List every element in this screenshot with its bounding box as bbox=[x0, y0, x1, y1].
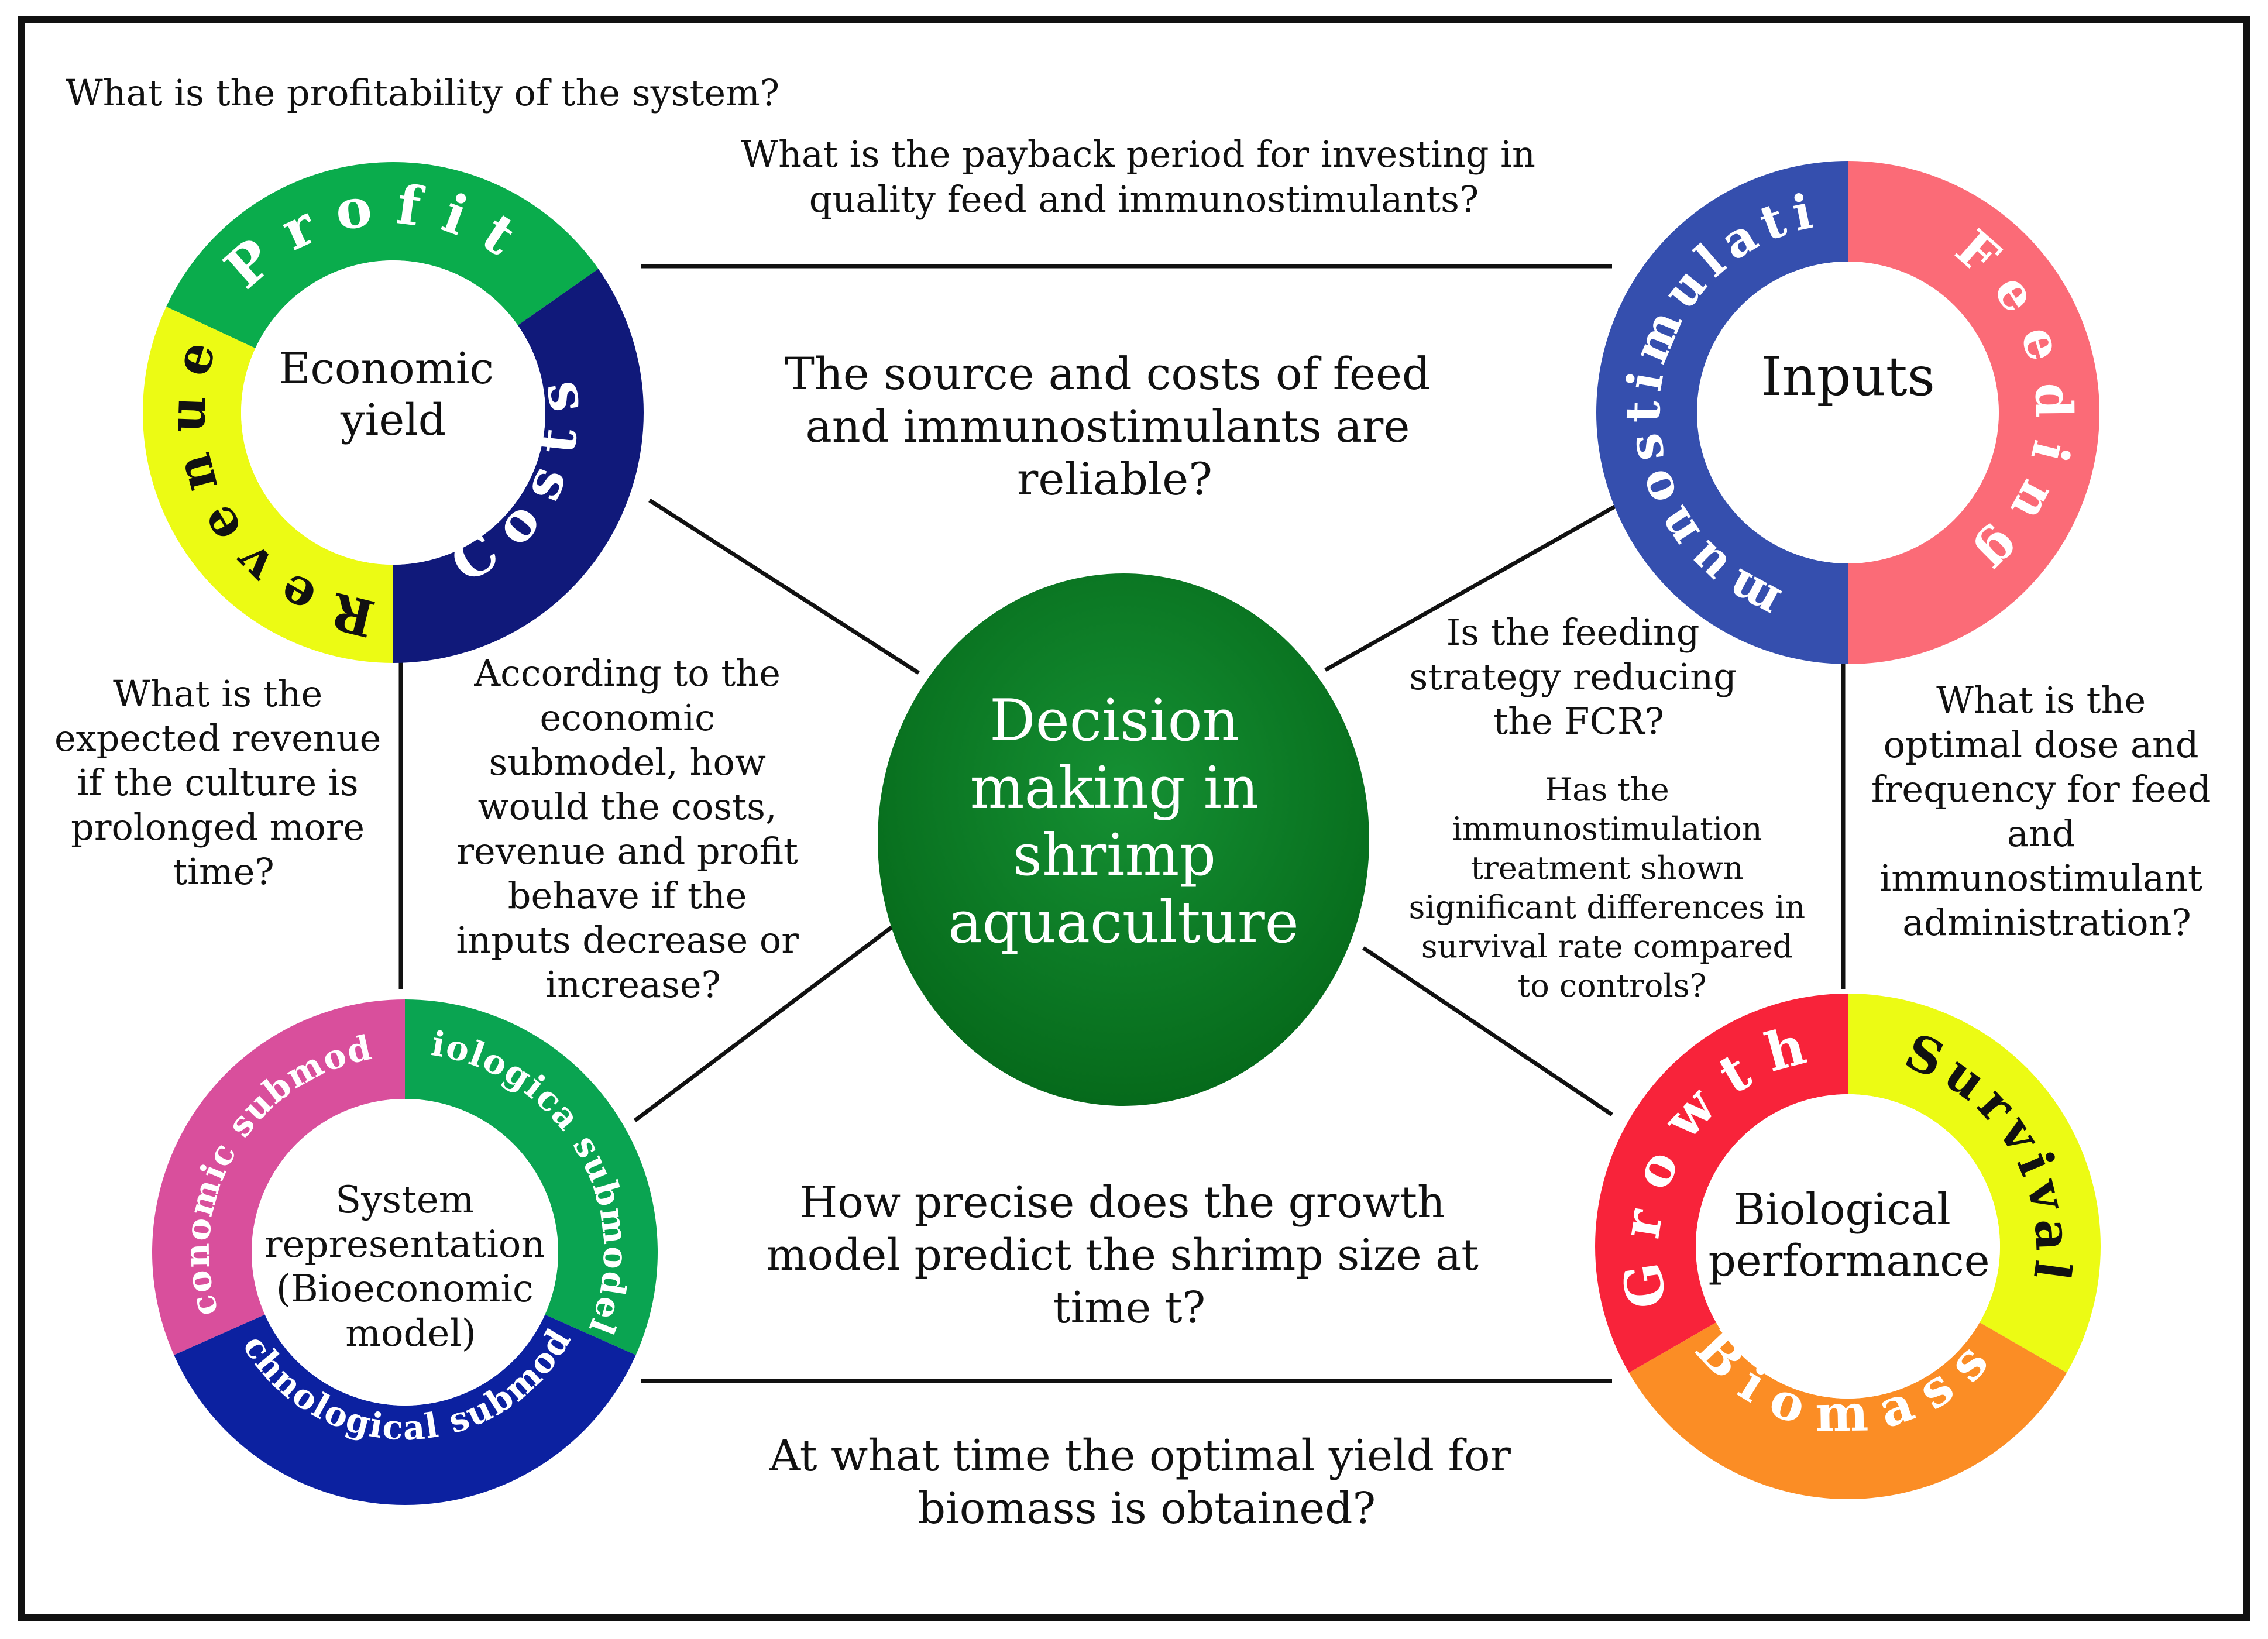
question-expected-revenue: What is the bbox=[113, 672, 322, 715]
ring-inner-disc bbox=[241, 260, 545, 565]
question-source-costs: The source and costs of feed bbox=[785, 348, 1430, 400]
svg-text:The source and costs of feed: The source and costs of feed and immunos… bbox=[785, 348, 1445, 505]
svg-text:What is the optimal dose a: What is the optimal dose and frequency f… bbox=[1871, 679, 2222, 944]
ring-inner-disc bbox=[252, 1099, 558, 1406]
biological-performance-label: performance bbox=[1708, 1236, 1989, 1286]
connector-lines bbox=[398, 264, 1846, 1383]
system-representation-label: (Bioeconomic bbox=[276, 1267, 534, 1311]
question-feeding-fcr: strategy reducing bbox=[1409, 655, 1736, 698]
technological-submodel-segment bbox=[174, 1314, 636, 1505]
svg-text:What is the expected reven: What is the expected revenue if the cult… bbox=[54, 672, 393, 893]
line-biological-center bbox=[1362, 946, 1613, 1116]
question-expected-revenue: expected revenue bbox=[54, 717, 381, 760]
center-label-line: making in bbox=[970, 755, 1259, 822]
svg-text:According to the economic: According to the economic submodel, how … bbox=[456, 652, 810, 1006]
question-payback: quality feed and immunostimulants? bbox=[809, 178, 1479, 221]
svg-text:How precise does the growth: How precise does the growth model predic… bbox=[766, 1177, 1492, 1333]
svg-text:Economic yield: Economic yield bbox=[279, 343, 507, 445]
costs-segment bbox=[393, 269, 644, 663]
question-immuno-survival: to controls? bbox=[1518, 967, 1707, 1004]
svg-text:System representation: System representation (Bioeconomic model… bbox=[264, 1178, 557, 1355]
svg-text:What is the profitability of t: What is the profitability of the system? bbox=[66, 71, 779, 114]
question-economic-submodel: inputs decrease or bbox=[456, 919, 799, 961]
question-growth-model: model predict the shrimp size at bbox=[766, 1230, 1479, 1280]
svg-text:Biological performance: Biological performance bbox=[1708, 1184, 1989, 1286]
question-economic-submodel: According to the bbox=[473, 652, 781, 695]
economic-yield-label: Economic bbox=[279, 343, 494, 394]
ring-inner-disc bbox=[1696, 1094, 2000, 1399]
question-expected-revenue: time? bbox=[173, 850, 274, 893]
system-representation-label: System bbox=[335, 1178, 474, 1222]
question-immuno-survival: immunostimulation bbox=[1452, 810, 1762, 847]
biomass-segment bbox=[1628, 1322, 2067, 1499]
center-label-line: Decision bbox=[989, 688, 1239, 754]
center-label-line: aquaculture bbox=[948, 889, 1298, 956]
question-economic-submodel: submodel, how bbox=[489, 741, 766, 784]
biological-submodel-segment bbox=[405, 999, 658, 1355]
question-immuno-survival: significant differences in bbox=[1409, 889, 1806, 926]
question-optimal-dose: optimal dose and bbox=[1884, 723, 2199, 766]
center-node: Decision making in shrimp aquaculture bbox=[878, 573, 1369, 1106]
feeding-segment bbox=[1848, 161, 2099, 664]
svg-text:Has the immunostimulation: Has the immunostimulation treatment show… bbox=[1409, 771, 1816, 1004]
svg-text:What is the payback period fo: What is the payback period for investing… bbox=[741, 133, 1547, 221]
biological-performance-label: Biological bbox=[1734, 1184, 1951, 1235]
svg-text:Inputs: Inputs bbox=[1761, 345, 1935, 408]
question-expected-revenue: prolonged more bbox=[71, 806, 365, 848]
question-economic-submodel: increase? bbox=[545, 963, 721, 1006]
svg-text:At what time the optimal yield: At what time the optimal yield for bioma… bbox=[769, 1431, 1525, 1534]
question-economic-submodel: would the costs, bbox=[478, 785, 777, 828]
ring-inner-disc bbox=[1697, 262, 1999, 563]
center-label-line: shrimp bbox=[1013, 822, 1216, 889]
economic-submodel-segment bbox=[152, 999, 405, 1355]
question-feeding-fcr: the FCR? bbox=[1493, 700, 1664, 743]
question-payback: What is the payback period for investing… bbox=[741, 133, 1535, 176]
economic-yield-label: yield bbox=[340, 395, 446, 445]
question-expected-revenue: if the culture is bbox=[77, 761, 359, 804]
question-optimal-yield: At what time the optimal yield for bbox=[769, 1431, 1511, 1481]
question-optimal-dose: What is the bbox=[1936, 679, 2146, 721]
question-immuno-survival: Has the bbox=[1545, 771, 1669, 808]
question-source-costs: and immunostimulants are bbox=[805, 400, 1410, 452]
question-optimal-dose: administration? bbox=[1902, 901, 2191, 944]
question-profitability: What is the profitability of the system? bbox=[66, 71, 779, 114]
question-growth-model: time t? bbox=[1053, 1283, 1205, 1333]
revenue-segment bbox=[142, 307, 393, 663]
question-feeding-fcr: Is the feeding bbox=[1446, 611, 1700, 654]
center-circle bbox=[878, 573, 1369, 1106]
system-representation-label: representation bbox=[264, 1223, 545, 1266]
question-optimal-dose: immunostimulant bbox=[1879, 857, 2202, 899]
system-representation-label: model) bbox=[345, 1312, 476, 1355]
question-optimal-dose: frequency for feed bbox=[1871, 768, 2211, 810]
question-optimal-dose: and bbox=[2007, 812, 2075, 855]
question-optimal-yield: biomass is obtained? bbox=[918, 1483, 1376, 1534]
profit-segment bbox=[166, 162, 599, 349]
svg-text:Is the feeding strategy re: Is the feeding strategy reducing the FCR… bbox=[1409, 611, 1748, 743]
question-economic-submodel: behave if the bbox=[508, 874, 747, 917]
line-system-center bbox=[633, 923, 897, 1122]
question-economic-submodel: economic bbox=[539, 696, 714, 739]
question-growth-model: How precise does the growth bbox=[800, 1177, 1445, 1228]
svg-text:Decision making in: Decision making in shrimp aquaculture bbox=[948, 688, 1298, 956]
question-immuno-survival: treatment shown bbox=[1470, 850, 1743, 886]
line-economic-center bbox=[648, 499, 920, 675]
immunostimulation-segment bbox=[1596, 161, 1848, 664]
growth-segment bbox=[1595, 994, 1848, 1373]
question-economic-submodel: revenue and profit bbox=[456, 830, 798, 872]
question-source-costs: reliable? bbox=[1017, 453, 1212, 505]
survival-segment bbox=[1848, 994, 2101, 1373]
line-inputs-center bbox=[1324, 501, 1622, 672]
question-immuno-survival: survival rate compared bbox=[1421, 928, 1793, 965]
inputs-label: Inputs bbox=[1761, 345, 1935, 408]
